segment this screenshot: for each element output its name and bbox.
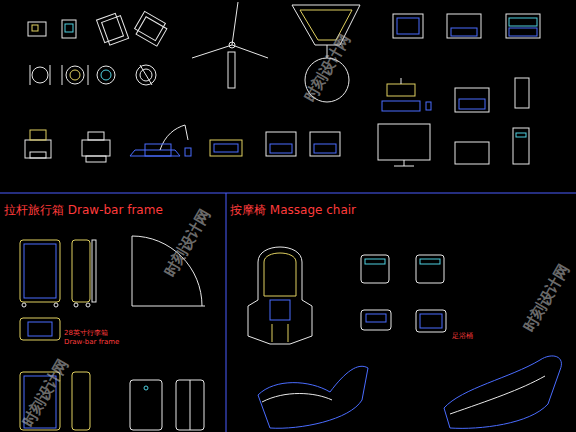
section-heading: 拉杆旅行箱 Draw-bar frame [4,204,163,217]
watermark: 时刻设计网 [162,207,214,280]
section-heading: 按摩椅 Massage chair [230,204,356,217]
keyboard-icons [145,132,340,156]
separator-lines [0,193,576,432]
frame-icons [28,11,169,46]
part-label: 28英寸行李箱 [64,330,108,338]
part-label: 足浴桶 [452,333,473,341]
printer-icons [25,125,188,162]
watermark: 时刻设计网 [20,357,72,430]
part-label: Draw-bar frame [64,339,119,347]
watermark: 时刻设计网 [520,262,572,335]
tableware-icons [30,65,156,85]
computer-icons [378,14,540,166]
massage-chair-drawings [248,247,561,428]
